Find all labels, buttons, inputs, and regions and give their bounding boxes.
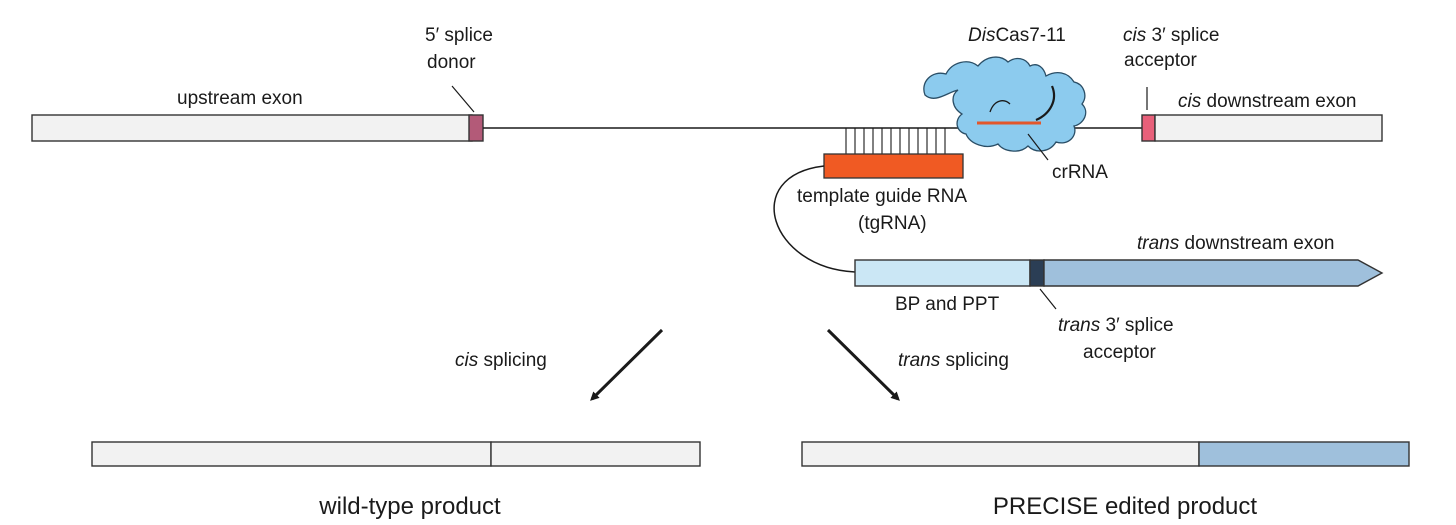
crrna-hairpin	[1035, 85, 1056, 122]
trans-downstream-exon-label: trans downstream exon	[1137, 233, 1335, 254]
wild-type-upstream-segment	[91, 441, 492, 467]
cis-downstream-exon	[1154, 114, 1383, 142]
cis-acceptor-site	[1141, 114, 1156, 142]
trans-acceptor-label-line2: acceptor	[1083, 342, 1157, 363]
wild-type-product-label: wild-type product	[318, 493, 501, 520]
trans-splicing-arrow	[826, 328, 900, 401]
tgrna-bar	[823, 153, 964, 179]
tgrna-connector	[773, 165, 856, 273]
wild-type-downstream-segment	[490, 441, 701, 467]
upstream-exon-label: upstream exon	[177, 88, 303, 109]
trans-splicing-label: trans splicing	[898, 350, 1009, 371]
cis-acceptor-label-line1: cis 3′ splice	[1123, 25, 1220, 46]
discas-label: DisCas7-11	[968, 25, 1066, 46]
upstream-exon	[31, 114, 473, 142]
tgrna-label-line1: template guide RNA	[797, 186, 967, 207]
cis-acceptor-label-line2: acceptor	[1124, 50, 1198, 71]
five-splice-label-line2: donor	[427, 52, 476, 73]
cis-splicing-arrow	[590, 328, 664, 401]
precise-product-label: PRECISE edited product	[993, 493, 1257, 520]
trans-acceptor-label-line1: trans 3′ splice	[1058, 315, 1174, 336]
edited-trans-segment	[1198, 441, 1410, 467]
protein-inner-loop	[989, 100, 1011, 113]
base-pairing-ticks	[845, 128, 946, 154]
trans-acceptor-site	[1029, 259, 1045, 287]
crrna-leader	[1027, 133, 1049, 161]
bp-ppt-label: BP and PPT	[895, 294, 1000, 315]
five-splice-label-line1: 5′ splice	[425, 25, 493, 46]
five-splice-donor-site	[468, 114, 484, 142]
trans-acceptor-leader	[1039, 288, 1057, 310]
cis-splicing-label: cis splicing	[455, 350, 547, 371]
edited-upstream-segment	[801, 441, 1200, 467]
crrna-label: crRNA	[1052, 162, 1108, 183]
trans-downstream-exon	[1043, 259, 1384, 287]
five-splice-leader	[451, 85, 475, 113]
cis-downstream-exon-label: cis downstream exon	[1178, 91, 1356, 112]
discas7-11-protein	[923, 56, 1087, 152]
tgrna-label-line2: (tgRNA)	[858, 213, 927, 234]
bp-ppt-region	[854, 259, 1031, 287]
